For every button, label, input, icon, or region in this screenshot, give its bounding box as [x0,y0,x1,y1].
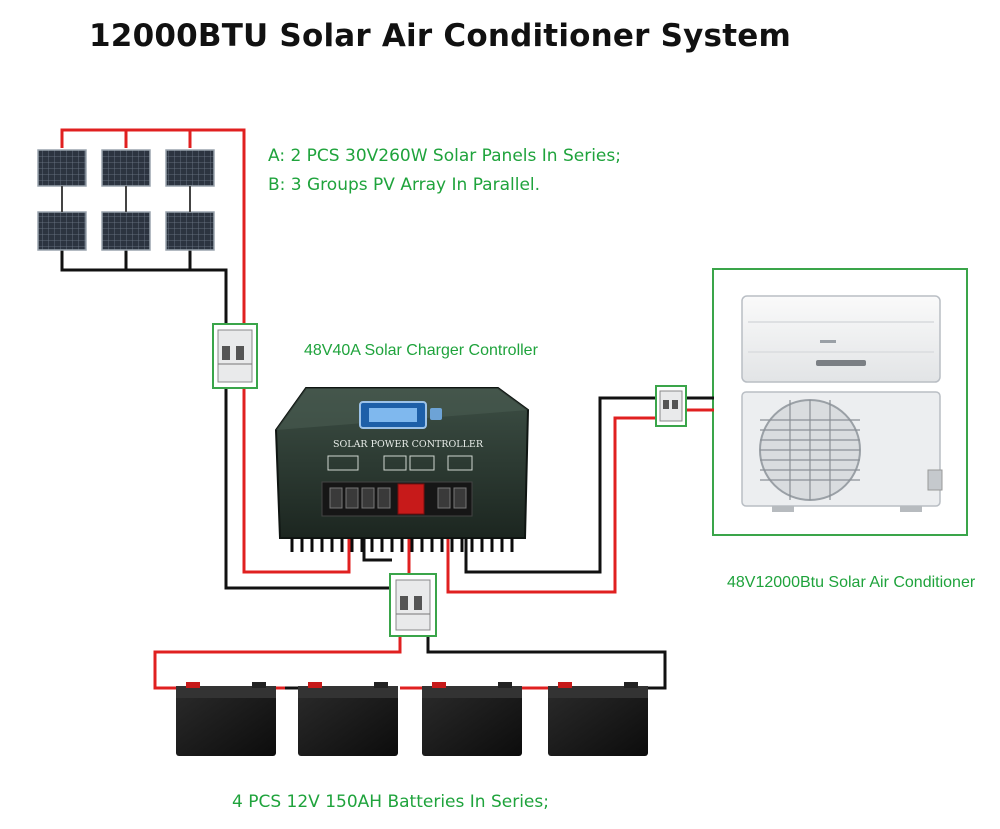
battery [298,682,398,756]
solar-panel [101,149,151,187]
panel-parallel-note: B: 3 Groups PV Array In Parallel. [268,175,541,195]
negative-wires [60,250,714,690]
battery-terminal-red [397,483,425,515]
solar-panel [165,211,215,251]
solar-panel [37,149,87,187]
battery-bank [176,682,648,756]
solar-panel [101,211,151,251]
solar-panel [165,149,215,187]
charge-controller: SOLAR POWER CONTROLLER [274,387,530,552]
controller-button [430,408,442,420]
panel-series-note: A: 2 PCS 30V260W Solar Panels In Series; [268,146,621,166]
solar-panel [37,211,87,251]
ac-indoor-unit [741,295,941,383]
air-conditioner-label: 48V12000Btu Solar Air Conditioner [727,574,976,591]
page-title: 12000BTU Solar Air Conditioner System [89,18,791,54]
battery-breaker [389,573,437,637]
controller-label: 48V40A Solar Charger Controller [304,342,538,359]
ac-outdoor-unit [741,391,943,512]
load-breaker [655,385,687,427]
air-conditioner-frame [712,268,968,536]
solar-panel-array [37,149,215,251]
battery [422,682,522,756]
battery [548,682,648,756]
batteries-label: 4 PCS 12V 150AH Batteries In Series; [232,792,549,812]
controller-faceplate-label: SOLAR POWER CONTROLLER [333,439,484,450]
battery [176,682,276,756]
pv-breaker [212,323,258,389]
